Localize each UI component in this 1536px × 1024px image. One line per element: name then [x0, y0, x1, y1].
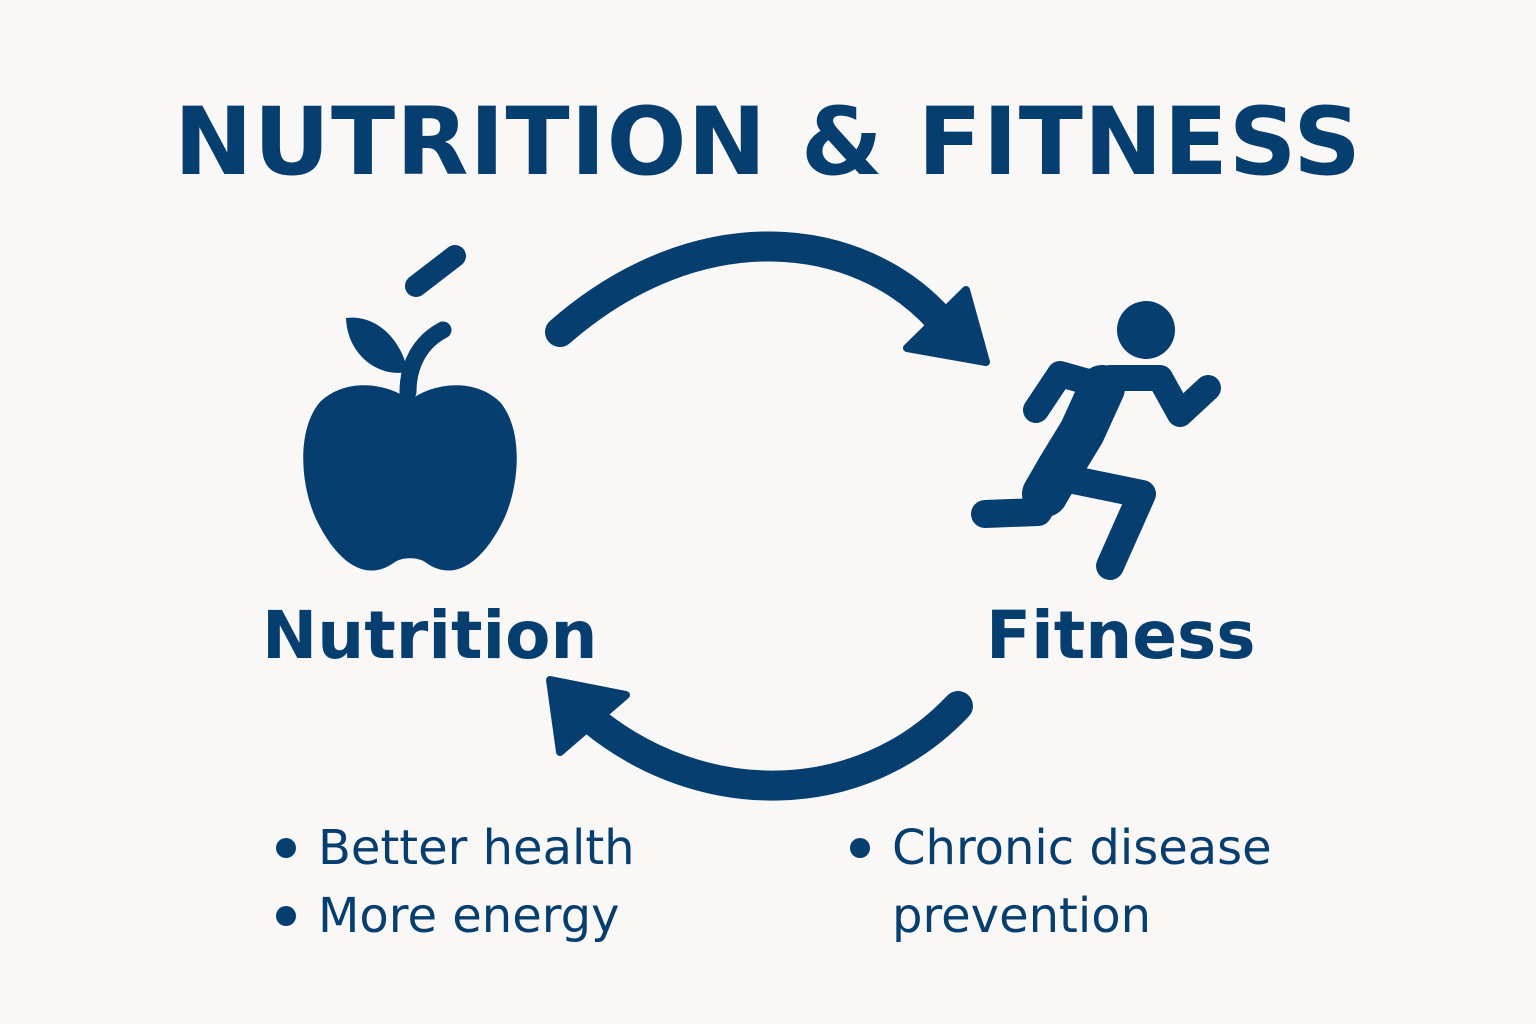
benefit-text: Chronic disease prevention	[892, 820, 1272, 944]
benefit-text: Better health	[318, 820, 635, 876]
apple-top-leaf	[405, 245, 466, 297]
runner-rear-leg	[971, 472, 1068, 528]
node-label-fitness: Fitness	[986, 597, 1256, 674]
arrow-nutrition-to-fitness	[545, 231, 990, 366]
apple-icon	[303, 245, 517, 571]
runner-upper-arm	[1023, 361, 1105, 423]
apple-leaf	[346, 317, 408, 373]
arrow-fitness-to-nutrition	[546, 676, 973, 801]
diagram-title: NUTRITION & FITNESS	[174, 88, 1362, 197]
benefit-item: More energy	[276, 882, 635, 950]
benefits-list-left: Better health More energy	[276, 814, 635, 950]
runner-front-leg	[1050, 464, 1156, 580]
benefits-list-right: Chronic disease prevention	[850, 814, 1292, 950]
benefit-text: More energy	[318, 888, 620, 944]
node-label-nutrition: Nutrition	[262, 597, 598, 674]
apple-body	[303, 385, 517, 571]
benefit-item: Chronic disease prevention	[850, 814, 1292, 950]
bullet-icon	[850, 838, 870, 858]
runner-head	[1117, 301, 1175, 359]
benefit-item: Better health	[276, 814, 635, 882]
runner-icon	[971, 301, 1221, 580]
bullet-icon	[276, 838, 296, 858]
runner-forearm	[1097, 365, 1221, 427]
apple-stem	[399, 321, 452, 401]
bullet-icon	[276, 906, 296, 926]
